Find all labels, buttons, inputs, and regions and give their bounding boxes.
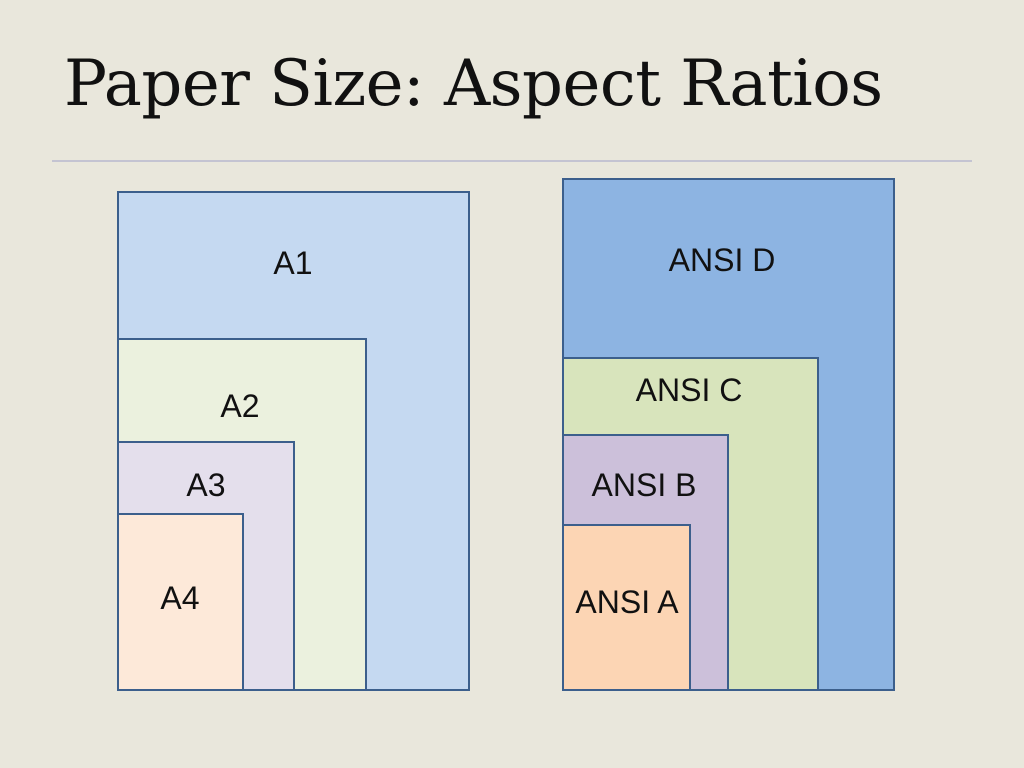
paper-a3-label: A3: [186, 467, 226, 503]
paper-a1-label: A1: [273, 245, 313, 281]
paper-ansi-a: [562, 524, 691, 691]
paper-ansi-d-label: ANSI D: [668, 242, 776, 278]
title-divider: [52, 160, 972, 162]
paper-a4-label: A4: [160, 580, 200, 616]
paper-ansi-a-label: ANSI A: [575, 584, 679, 620]
paper-a2-label: A2: [220, 388, 260, 424]
slide-title: Paper Size: Aspect Ratios: [64, 47, 883, 121]
paper-ansi-c-label: ANSI C: [635, 372, 743, 408]
paper-ansi-b-label: ANSI B: [591, 467, 697, 503]
paper-a4: [117, 513, 244, 691]
